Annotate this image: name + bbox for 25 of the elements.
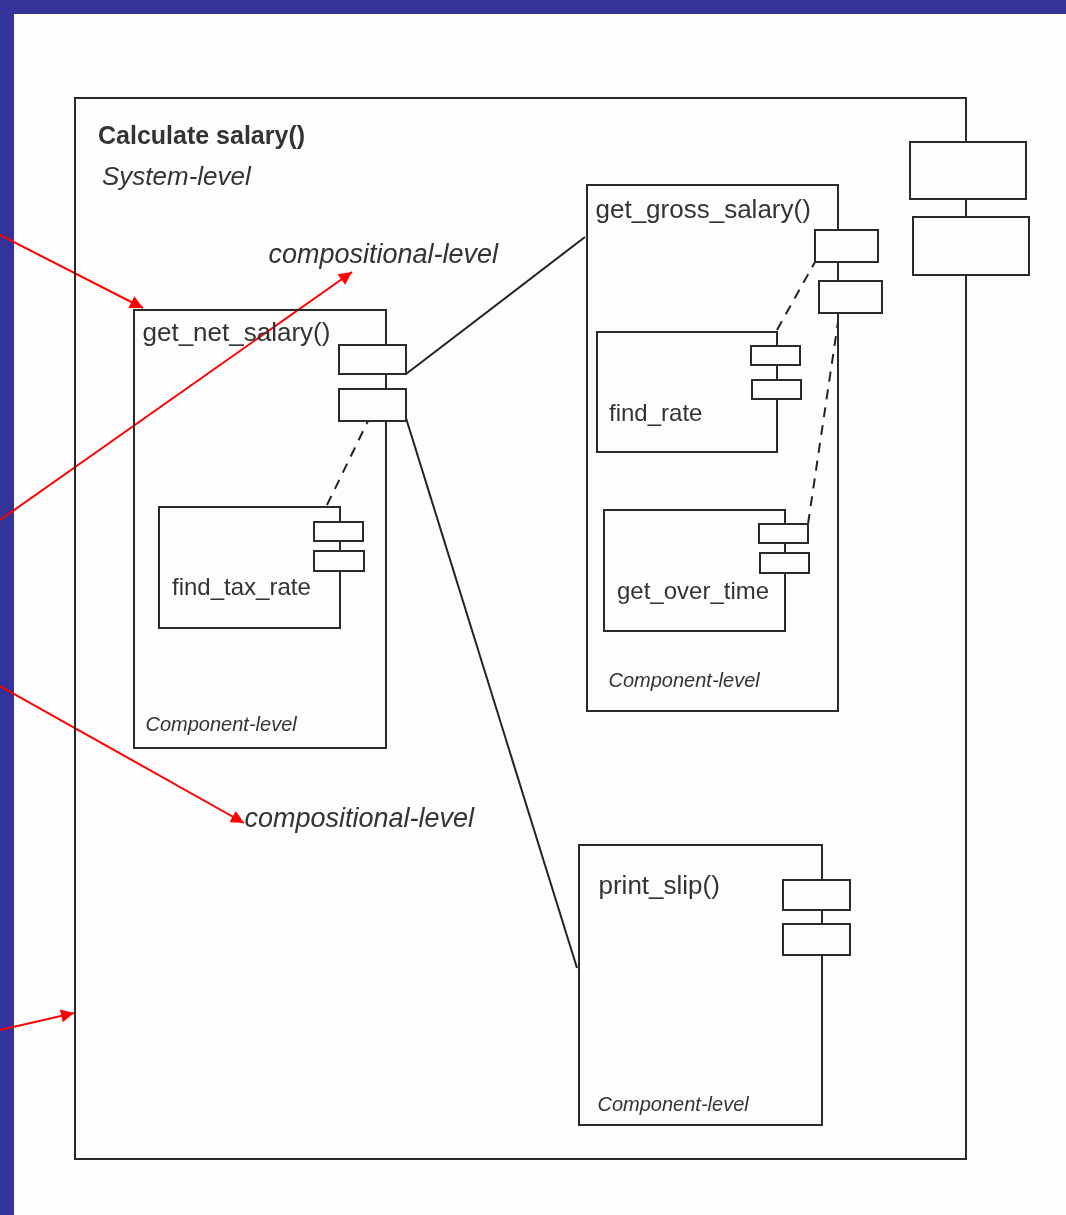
component-box: [577, 843, 823, 1126]
leader-arrow: [0, 685, 245, 824]
level-label: compositional-level: [268, 238, 499, 272]
level-label: Component-level: [608, 667, 760, 693]
component-name: find_tax_rate: [172, 572, 311, 602]
dashed-connector: [776, 261, 816, 331]
system-frame: [74, 97, 967, 1160]
component-name: get_gross_salary(): [595, 192, 811, 226]
component-box: [585, 183, 839, 712]
component-name: print_slip(): [598, 868, 720, 902]
component-box: [132, 308, 387, 749]
component-box: [596, 331, 778, 453]
leader-arrow: [0, 1009, 75, 1031]
level-label: compositional-level: [244, 802, 475, 836]
level-label: System-level: [102, 160, 251, 193]
leader-arrow: [0, 271, 353, 521]
component-box: [603, 509, 786, 632]
component-name: find_rate: [609, 398, 703, 428]
level-label: Component-level: [597, 1091, 749, 1117]
frame-title: Calculate salary(): [98, 120, 306, 151]
component-box: [158, 506, 341, 629]
dashed-connector: [326, 420, 369, 506]
component-name: get_over_time: [617, 576, 770, 606]
leader-arrow: [0, 234, 144, 309]
level-label: Component-level: [145, 711, 297, 737]
